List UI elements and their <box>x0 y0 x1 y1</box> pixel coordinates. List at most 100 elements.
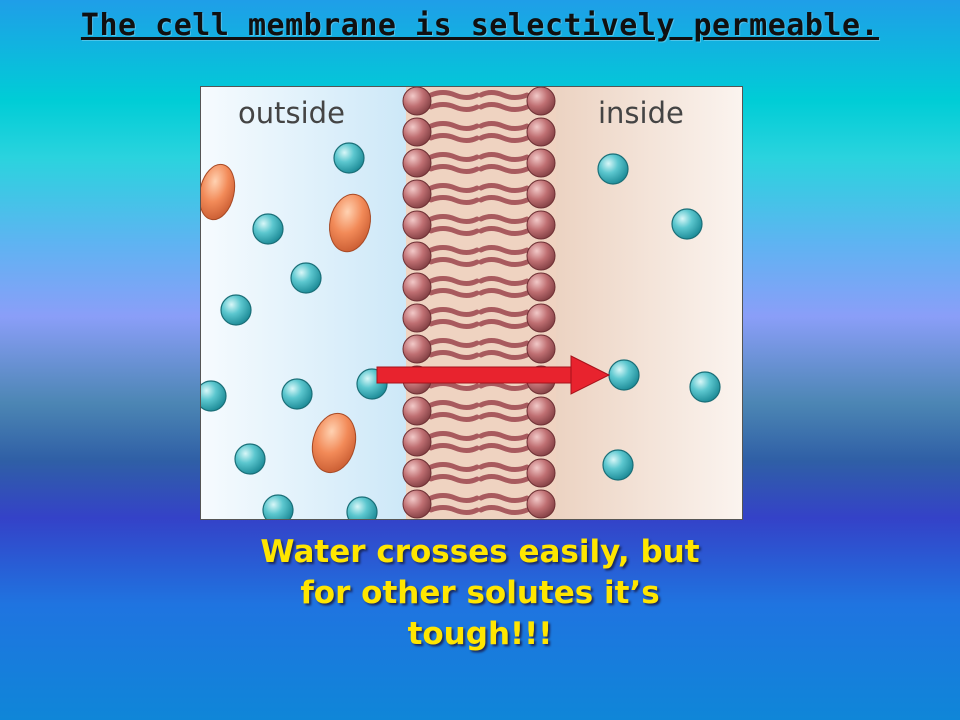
lipid-head <box>526 303 556 333</box>
lipid-tail <box>428 183 480 193</box>
lipid-head <box>526 179 556 209</box>
water-molecules <box>201 142 721 519</box>
lipid-head <box>526 489 556 519</box>
lipid-tail <box>478 505 530 515</box>
lipid-tail <box>428 152 480 162</box>
lipid-head <box>402 210 432 240</box>
lipid-tail <box>478 474 530 484</box>
slide-caption: Water crosses easily, but for other solu… <box>200 532 760 655</box>
lipid-head <box>526 458 556 488</box>
slide-title: The cell membrane is selectively permeab… <box>80 8 880 43</box>
water-molecule <box>608 359 640 391</box>
lipid-tail <box>478 245 530 255</box>
lipid-tail <box>428 431 480 441</box>
lipid-head <box>526 241 556 271</box>
lipid-tail <box>428 102 480 112</box>
lipid-tail <box>428 257 480 267</box>
water-molecule <box>602 449 634 481</box>
lipid-tail <box>478 257 530 267</box>
water-molecule <box>252 213 284 245</box>
lipid-tail <box>428 350 480 360</box>
membrane-diagram: outside inside <box>200 86 743 520</box>
solute-molecule <box>201 163 236 221</box>
water-molecule <box>281 378 313 410</box>
lipid-tail <box>478 350 530 360</box>
lipid-head <box>526 210 556 240</box>
water-molecule <box>290 262 322 294</box>
lipid-tail <box>428 462 480 472</box>
water-molecule <box>689 371 721 403</box>
lipid-tail <box>428 338 480 348</box>
water-molecule <box>201 380 227 412</box>
lipid-tail <box>478 102 530 112</box>
membrane-diagram-svg: outside inside <box>201 87 742 519</box>
lipid-tail <box>478 412 530 422</box>
solute-molecules <box>201 163 371 474</box>
lipid-head <box>402 87 432 116</box>
water-molecule <box>671 208 703 240</box>
lipid-tail <box>428 226 480 236</box>
lipid-head <box>526 334 556 364</box>
solute-molecule <box>329 193 371 253</box>
lipid-head <box>402 241 432 271</box>
outside-label: outside <box>238 96 345 130</box>
lipid-head <box>526 396 556 426</box>
lipid-tail <box>478 381 530 391</box>
water-molecule <box>220 294 252 326</box>
lipid-tail <box>428 214 480 224</box>
inside-label: inside <box>598 96 684 130</box>
lipid-tail <box>478 121 530 131</box>
lipid-tail <box>478 152 530 162</box>
lipid-tail <box>428 307 480 317</box>
lipid-head <box>526 427 556 457</box>
arrow-head <box>570 355 611 395</box>
lipid-head <box>402 489 432 519</box>
lipid-tail <box>478 462 530 472</box>
lipid-tail <box>478 307 530 317</box>
lipid-tail <box>428 474 480 484</box>
lipid-head <box>526 87 556 116</box>
solute-molecule <box>311 412 357 474</box>
lipid-tail <box>428 412 480 422</box>
inside-region <box>556 87 742 519</box>
lipid-tail <box>478 276 530 286</box>
lipid-tail <box>478 226 530 236</box>
lipid-tail <box>478 288 530 298</box>
lipid-tail <box>428 245 480 255</box>
lipid-head <box>402 427 432 457</box>
lipid-tail <box>428 195 480 205</box>
lipid-tail <box>428 133 480 143</box>
lipid-tail <box>428 443 480 453</box>
water-molecule <box>346 496 378 519</box>
caption-line: for other solutes it’s <box>300 575 660 611</box>
lipid-tail <box>478 443 530 453</box>
lipid-head <box>402 303 432 333</box>
lipid-head <box>526 272 556 302</box>
water-molecule <box>597 153 629 185</box>
lipid-tail <box>478 133 530 143</box>
lipid-tail <box>428 90 480 100</box>
lipid-head <box>402 179 432 209</box>
lipid-tail <box>478 338 530 348</box>
lipid-head <box>402 272 432 302</box>
lipid-tail <box>428 121 480 131</box>
lipid-tail <box>428 276 480 286</box>
lipid-head <box>526 148 556 178</box>
lipid-tail <box>428 505 480 515</box>
lipid-tail <box>478 493 530 503</box>
lipid-tail <box>428 288 480 298</box>
lipid-head <box>402 334 432 364</box>
lipid-tail <box>478 214 530 224</box>
lipid-tail <box>478 431 530 441</box>
lipid-tail <box>478 319 530 329</box>
lipid-head <box>402 148 432 178</box>
lipid-tail <box>428 381 480 391</box>
water-molecule <box>234 443 266 475</box>
lipid-tail <box>428 400 480 410</box>
lipid-tail <box>478 90 530 100</box>
lipid-tail <box>478 400 530 410</box>
lipid-tail <box>478 195 530 205</box>
lipid-tail <box>478 164 530 174</box>
lipid-tail <box>478 183 530 193</box>
lipid-head <box>402 396 432 426</box>
